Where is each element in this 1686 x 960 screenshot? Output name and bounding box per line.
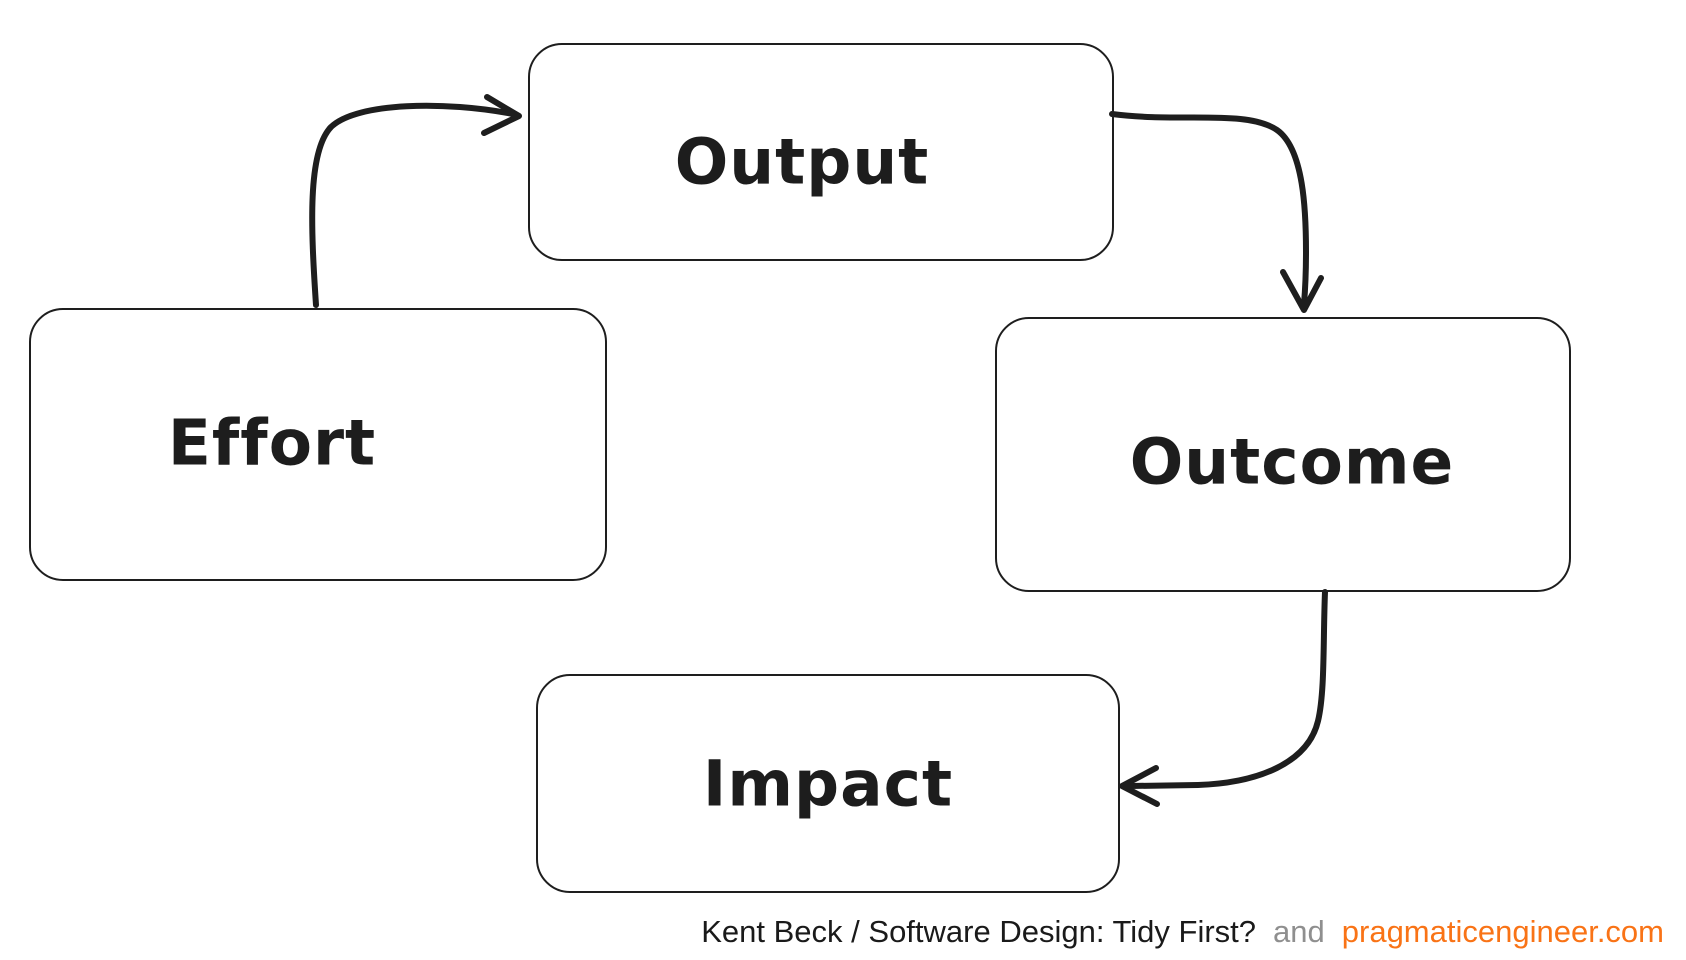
arrow-outcome-to-impact-shaft <box>1128 589 1328 789</box>
caption: Kent Beck / Software Design: Tidy First?… <box>701 914 1664 950</box>
node-effort-label: Effort <box>167 406 377 479</box>
arrow-output-to-outcome-head <box>1280 269 1324 313</box>
arrow-effort-to-output-shaft <box>309 102 516 308</box>
caption-source: Kent Beck / Software Design: Tidy First? <box>701 914 1257 949</box>
caption-connector: and <box>1273 914 1325 949</box>
node-impact-label: Impact <box>702 747 954 820</box>
arrow-effort-to-output <box>309 94 522 308</box>
arrow-outcome-to-impact-head <box>1119 765 1160 807</box>
node-output-label: Output <box>674 125 930 199</box>
node-output: Output <box>528 43 1114 261</box>
arrow-effort-to-output-head <box>481 94 522 136</box>
arrow-outcome-to-impact <box>1119 589 1328 807</box>
node-outcome-label: Outcome <box>1129 425 1455 498</box>
caption-site: pragmaticengineer.com <box>1341 914 1664 949</box>
arrow-output-to-outcome-shaft <box>1109 111 1309 307</box>
node-effort: Effort <box>29 308 607 581</box>
node-outcome: Outcome <box>995 317 1571 592</box>
node-impact: Impact <box>536 674 1120 893</box>
arrow-output-to-outcome <box>1109 111 1324 313</box>
